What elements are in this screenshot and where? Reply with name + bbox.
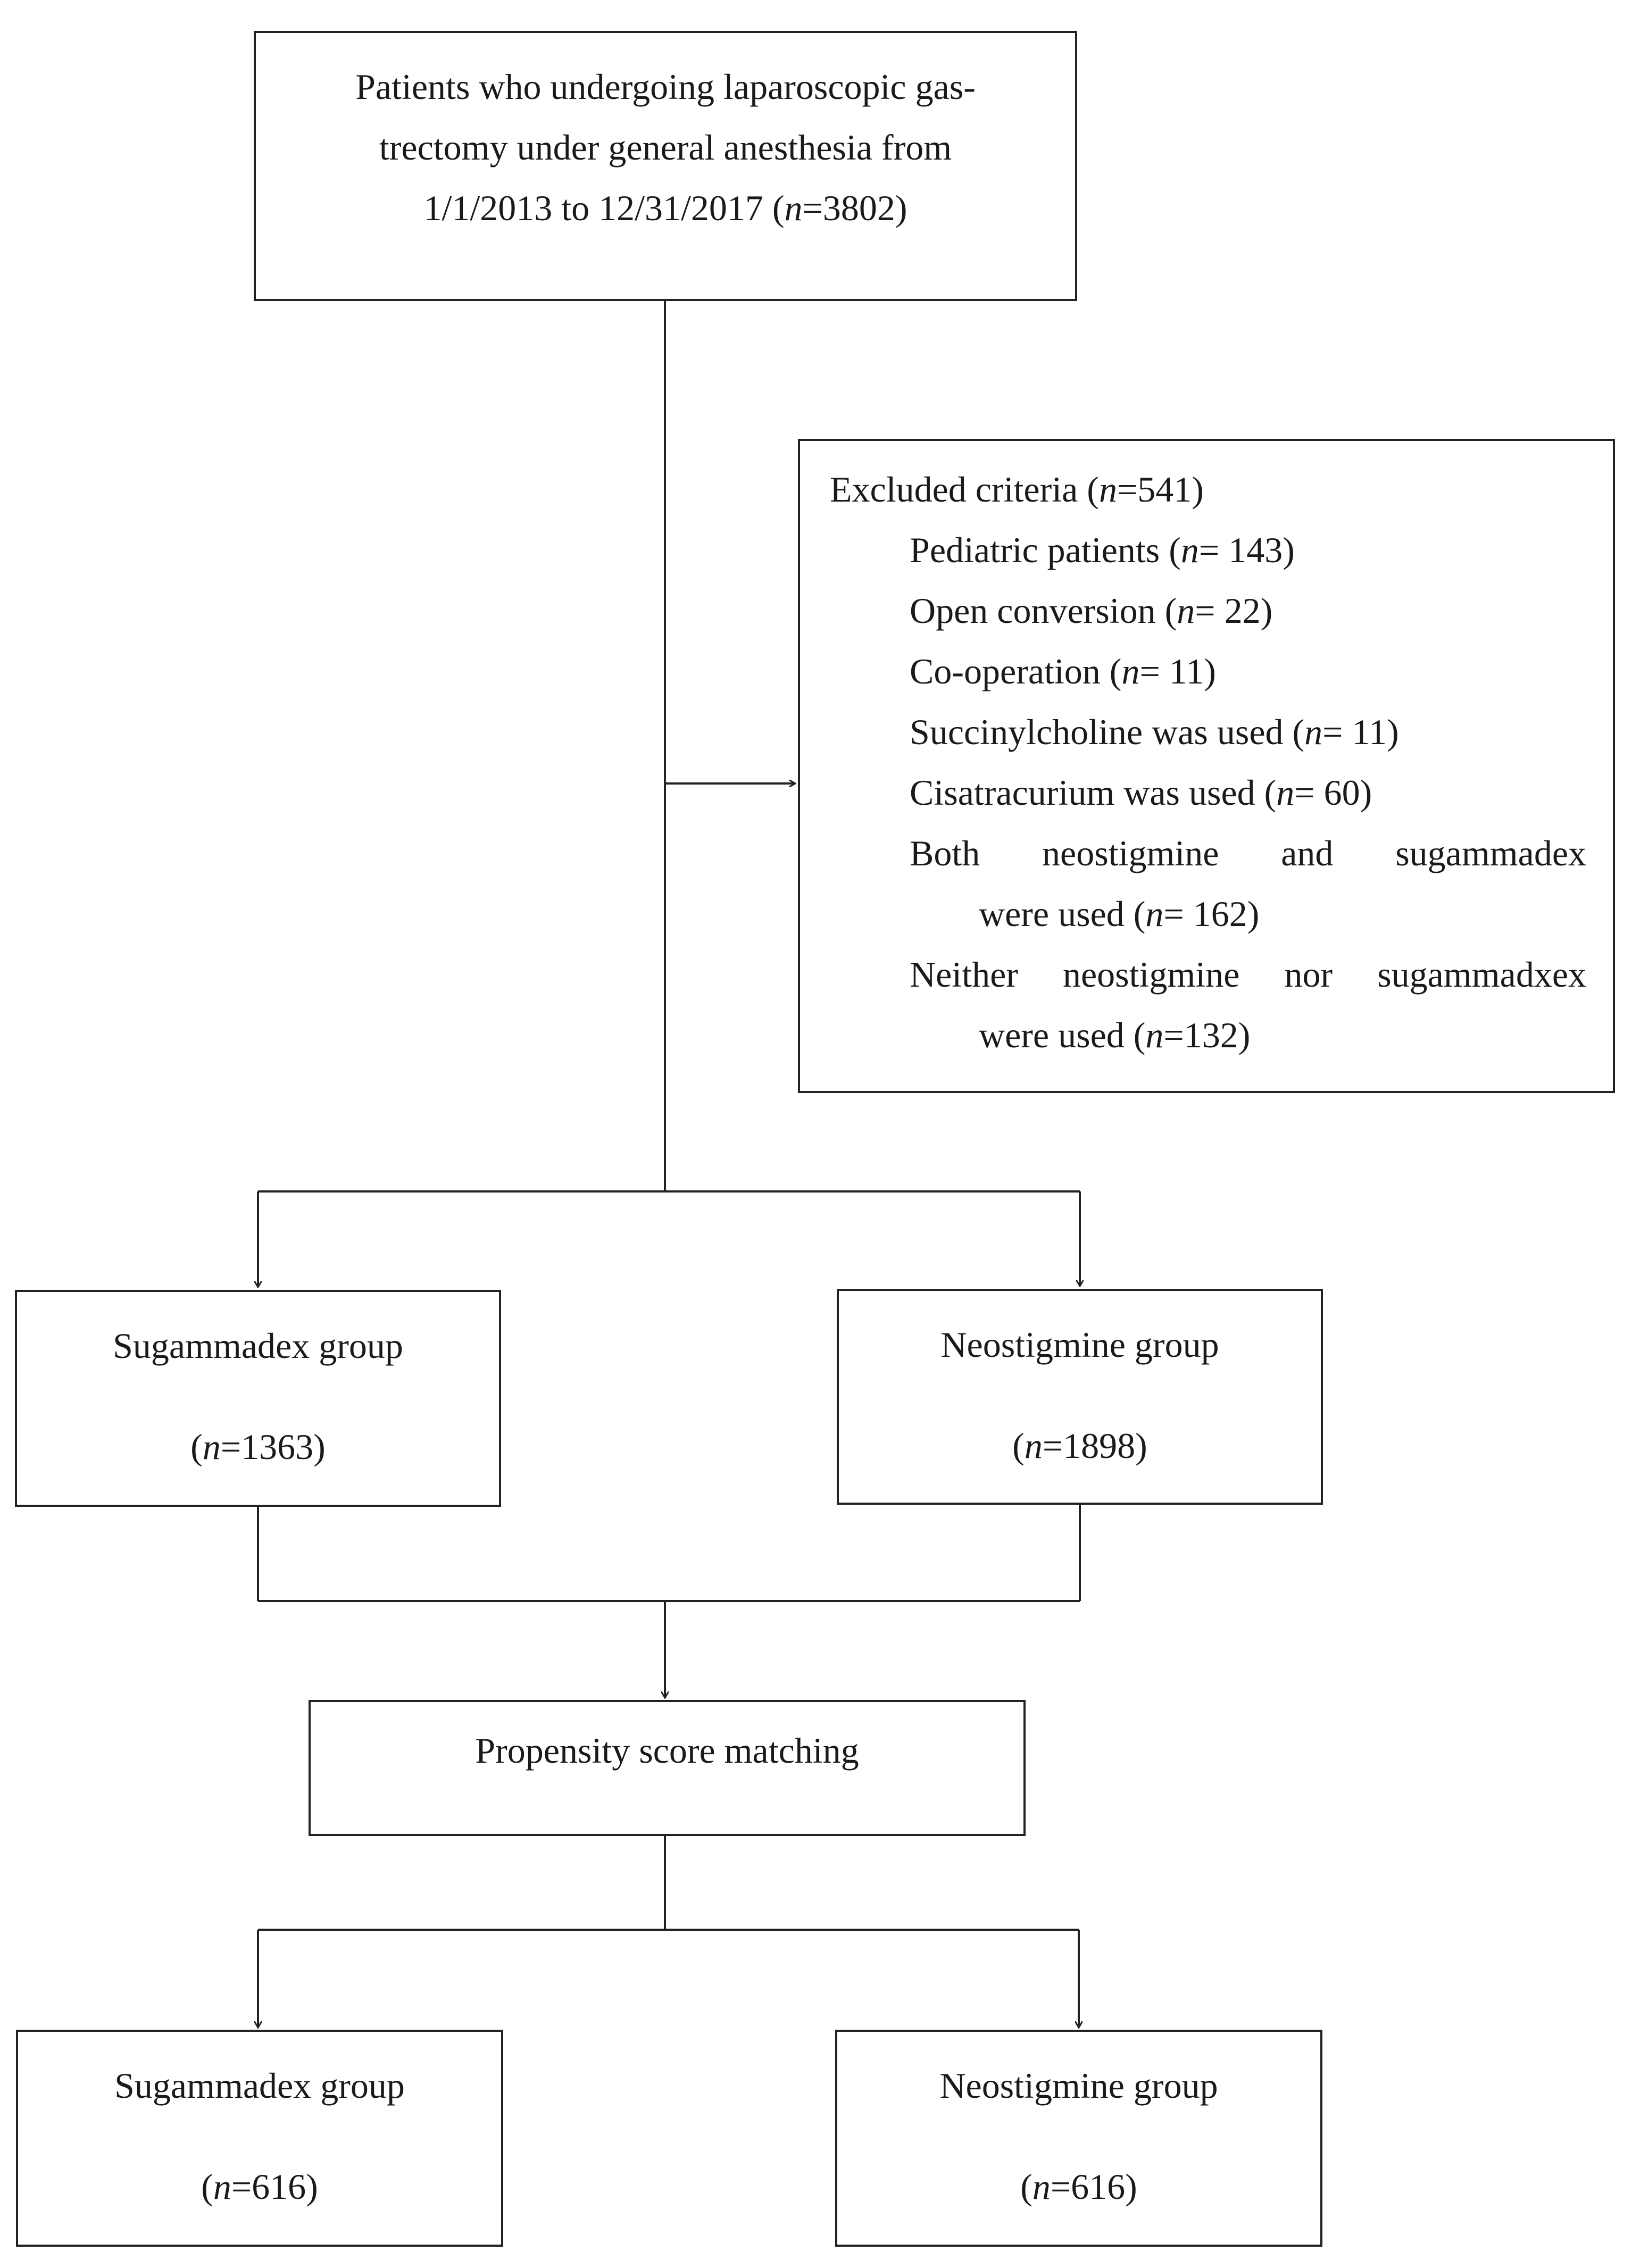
- sugammadex-group-count: (n=1363): [190, 1427, 326, 1467]
- exclusion-item: Open conversion (n= 22): [910, 590, 1273, 631]
- exclusion-item: Pediatric patients (n= 143): [910, 530, 1295, 570]
- start-line-2: trectomy under general anesthesia from: [379, 127, 952, 168]
- matched-neostigmine-box: Neostigmine group (n=616): [835, 2030, 1322, 2247]
- sugammadex-group-label: Sugammadex group: [113, 1325, 403, 1366]
- sugammadex-group-box: Sugammadex group (n=1363): [15, 1290, 501, 1507]
- exclusion-header: Excluded criteria (n=541): [830, 469, 1204, 510]
- neostigmine-group-label: Neostigmine group: [940, 1324, 1219, 1365]
- psm-box: Propensity score matching: [309, 1700, 1026, 1836]
- matched-neostigmine-label: Neostigmine group: [939, 2065, 1218, 2106]
- exclusion-item: Succinylcholine was used (n= 11): [910, 712, 1399, 752]
- exclusion-item-both: Both neostigmine and sugammadex were use…: [910, 833, 1586, 934]
- matched-sugammadex-count: (n=616): [201, 2166, 318, 2207]
- matched-neostigmine-count: (n=616): [1020, 2166, 1137, 2207]
- neostigmine-group-box: Neostigmine group (n=1898): [837, 1289, 1323, 1505]
- exclusion-item: Cisatracurium was used (n= 60): [910, 772, 1372, 813]
- start-box: Patients who undergoing laparoscopic gas…: [254, 31, 1077, 301]
- exclusion-box: Excluded criteria (n=541) Pediatric pati…: [798, 439, 1615, 1093]
- matched-sugammadex-label: Sugammadex group: [114, 2065, 405, 2106]
- matched-sugammadex-box: Sugammadex group (n=616): [16, 2030, 503, 2247]
- exclusion-item-neither: Neither neostigmine nor sugammadxex were…: [910, 954, 1586, 1055]
- psm-label: Propensity score matching: [475, 1730, 859, 1771]
- exclusion-item: Co-operation (n= 11): [910, 651, 1216, 691]
- start-line-3: 1/1/2013 to 12/31/2017 (n=3802): [423, 188, 907, 228]
- start-line-1: Patients who undergoing laparoscopic gas…: [355, 66, 976, 107]
- neostigmine-group-count: (n=1898): [1012, 1425, 1147, 1466]
